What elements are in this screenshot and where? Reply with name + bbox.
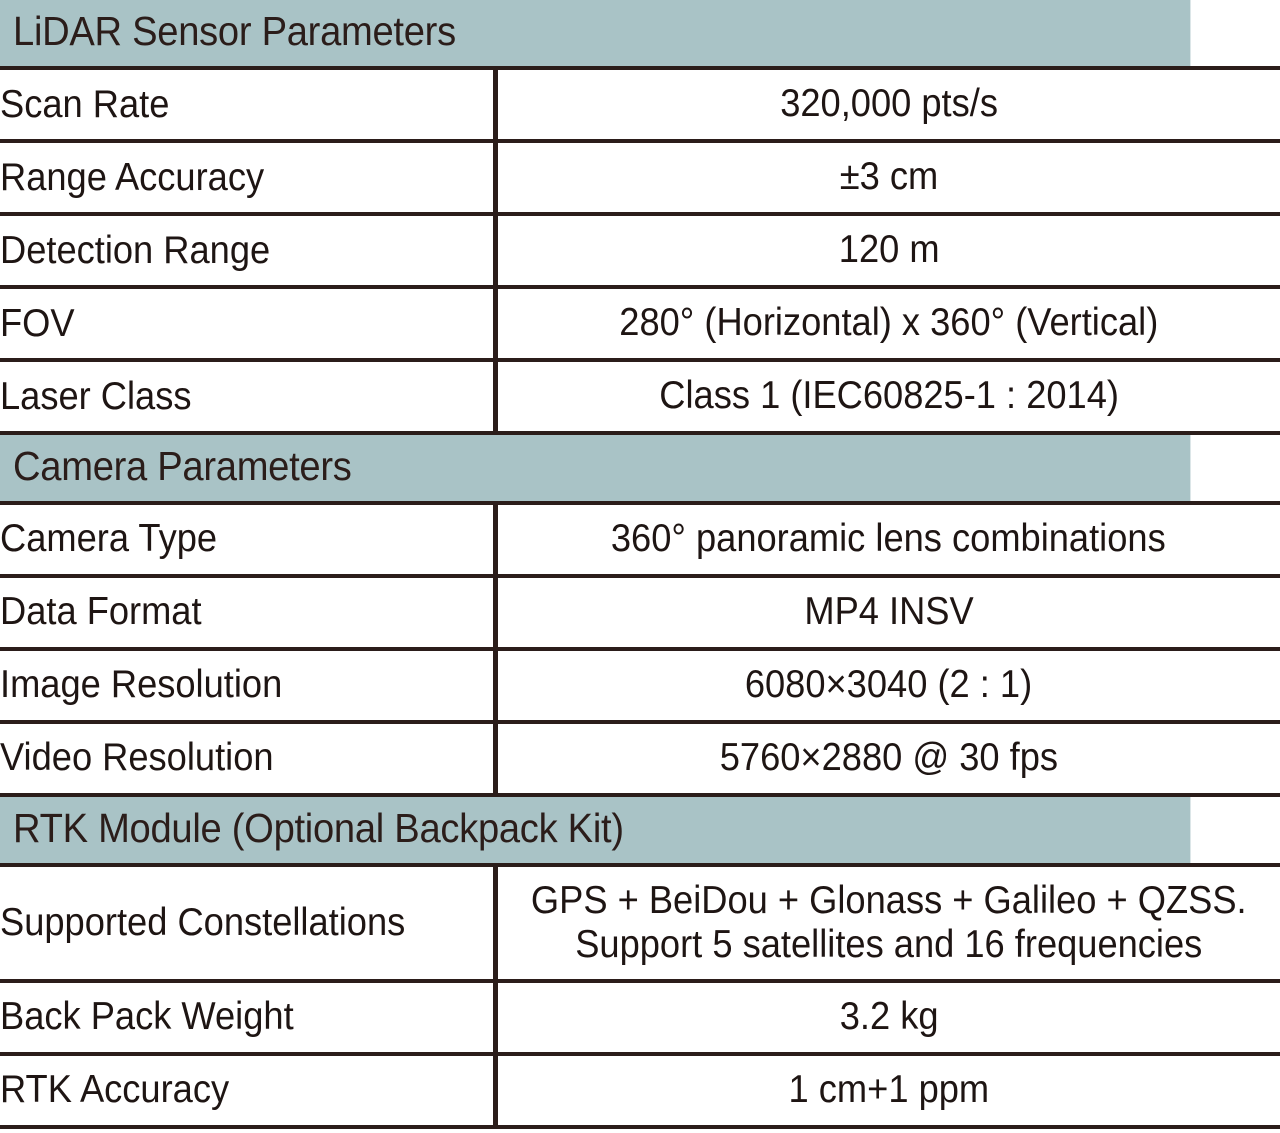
parameter-label-cell: FOV [0,286,498,362]
parameter-value: 120 m [838,228,940,272]
parameter-label: Back Pack Weight [0,995,294,1039]
parameter-label: Detection Range [0,228,271,272]
parameter-label-cell: Detection Range [0,213,498,289]
parameter-value-cell: Class 1 (IEC60825-1 : 2014) [495,359,1280,435]
section-title: LiDAR Sensor Parameters [0,0,1191,70]
parameter-value: 360° panoramic lens combinations [611,517,1167,561]
section-header-row: LiDAR Sensor Parameters [0,0,1280,70]
table-row: Supported Constellations GPS + BeiDou + G… [0,864,1280,983]
parameter-label: Image Resolution [0,663,283,707]
parameter-value-cell: 320,000 pts/s [495,67,1280,143]
parameter-value-cell: MP4 INSV [495,575,1280,651]
parameter-label-cell: Scan Rate [0,67,498,143]
parameter-value-cell: 120 m [495,213,1280,289]
parameter-value-cell: 6080×3040 (2 : 1) [495,648,1280,724]
parameter-label: Data Format [0,590,202,634]
table-row: Laser Class Class 1 (IEC60825-1 : 2014) [0,359,1280,435]
table-row: Camera Type 360° panoramic lens combinati… [0,502,1280,578]
section-header-row: RTK Module (Optional Backpack Kit) [0,794,1280,867]
section-header-row: Camera Parameters [0,432,1280,505]
parameter-label: Laser Class [0,374,192,418]
table-row: FOV 280° (Horizontal) x 360° (Vertical) [0,286,1280,362]
parameter-label-cell: RTK Accuracy [0,1053,498,1129]
parameter-label: FOV [0,301,75,345]
parameter-value-cell: 3.2 kg [495,980,1280,1056]
table-row: Data Format MP4 INSV [0,575,1280,651]
parameter-label: RTK Accuracy [0,1068,230,1112]
parameter-value: 280° (Horizontal) x 360° (Vertical) [619,301,1159,345]
parameter-value-cell: 1 cm+1 ppm [495,1053,1280,1129]
table-row: RTK Accuracy 1 cm+1 ppm [0,1053,1280,1129]
parameter-value-cell: GPS + BeiDou + Glonass + Galileo + QZSS.… [495,864,1280,983]
parameter-label-cell: Image Resolution [0,648,498,724]
parameter-value: 320,000 pts/s [779,82,998,126]
parameter-value-cell: 280° (Horizontal) x 360° (Vertical) [495,286,1280,362]
parameter-value: 1 cm+1 ppm [788,1068,990,1112]
parameter-value-cell: 360° panoramic lens combinations [495,502,1280,578]
table-row: Image Resolution 6080×3040 (2 : 1) [0,648,1280,724]
table-row: Detection Range 120 m [0,213,1280,289]
parameter-value: 5760×2880 @ 30 fps [719,736,1058,780]
parameter-value: 6080×3040 (2 : 1) [745,663,1033,707]
parameter-label-cell: Camera Type [0,502,498,578]
parameter-label-cell: Back Pack Weight [0,980,498,1056]
section-title: Camera Parameters [0,432,1191,505]
table-row: Back Pack Weight 3.2 kg [0,980,1280,1056]
parameter-label: Video Resolution [0,736,274,780]
parameter-label-cell: Supported Constellations [0,864,498,983]
parameter-label: Range Accuracy [0,155,265,199]
parameter-value: ±3 cm [839,155,939,199]
parameter-value: 3.2 kg [839,995,939,1039]
parameter-label: Supported Constellations [0,900,406,944]
parameter-label-cell: Laser Class [0,359,498,435]
parameter-value: GPS + BeiDou + Glonass + Galileo + QZSS.… [530,878,1247,966]
table-row: Range Accuracy ±3 cm [0,140,1280,216]
table-row: Scan Rate 320,000 pts/s [0,67,1280,143]
parameter-label: Camera Type [0,517,218,561]
parameter-value: MP4 INSV [804,590,974,634]
section-title: RTK Module (Optional Backpack Kit) [0,794,1191,867]
parameter-value-cell: 5760×2880 @ 30 fps [495,721,1280,797]
parameter-label-cell: Data Format [0,575,498,651]
parameter-label-cell: Video Resolution [0,721,498,797]
parameter-label: Scan Rate [0,82,170,126]
parameter-label-cell: Range Accuracy [0,140,498,216]
parameter-value: Class 1 (IEC60825-1 : 2014) [658,374,1119,418]
parameter-value-cell: ±3 cm [495,140,1280,216]
table-row: Video Resolution 5760×2880 @ 30 fps [0,721,1280,797]
